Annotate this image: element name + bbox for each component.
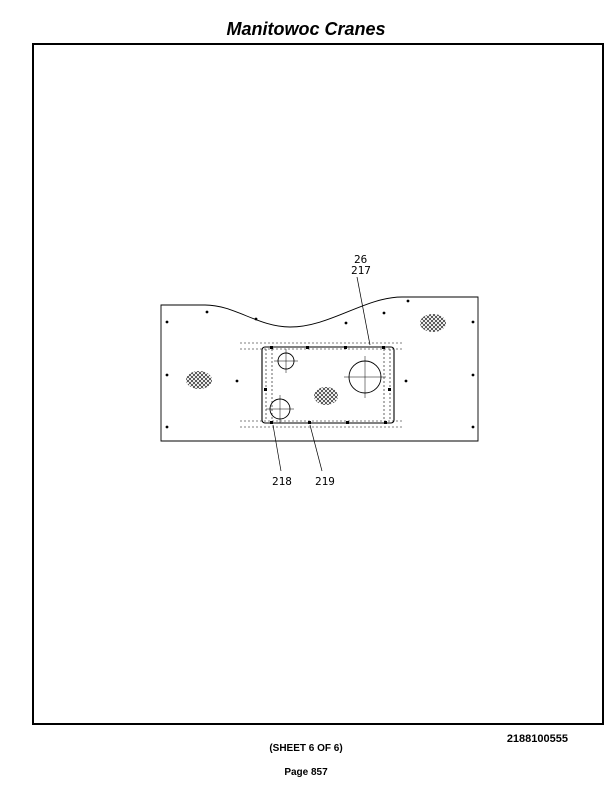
parts-diagram-svg: 26 217 218 219 xyxy=(160,253,479,488)
page-header-title: Manitowoc Cranes xyxy=(226,19,386,39)
drawing-number: 2188100555 xyxy=(506,733,568,745)
callout-218: 218 xyxy=(272,475,292,488)
drawing-frame xyxy=(32,43,604,725)
callout-26: 26 xyxy=(354,253,367,266)
hatched-patches xyxy=(186,314,446,405)
plate-outline xyxy=(160,296,479,442)
bolt-markers xyxy=(165,299,475,429)
leader-lines xyxy=(272,276,371,472)
parts-diagram: 26 217 218 219 xyxy=(140,245,492,530)
page-number: Page 857 xyxy=(284,767,328,778)
inner-plate xyxy=(261,346,395,424)
sheet-label: (SHEET 6 OF 6) xyxy=(269,743,343,754)
callout-217: 217 xyxy=(351,264,371,277)
callout-219: 219 xyxy=(315,475,335,488)
dashed-channels xyxy=(240,342,402,428)
plate-holes xyxy=(266,349,386,423)
